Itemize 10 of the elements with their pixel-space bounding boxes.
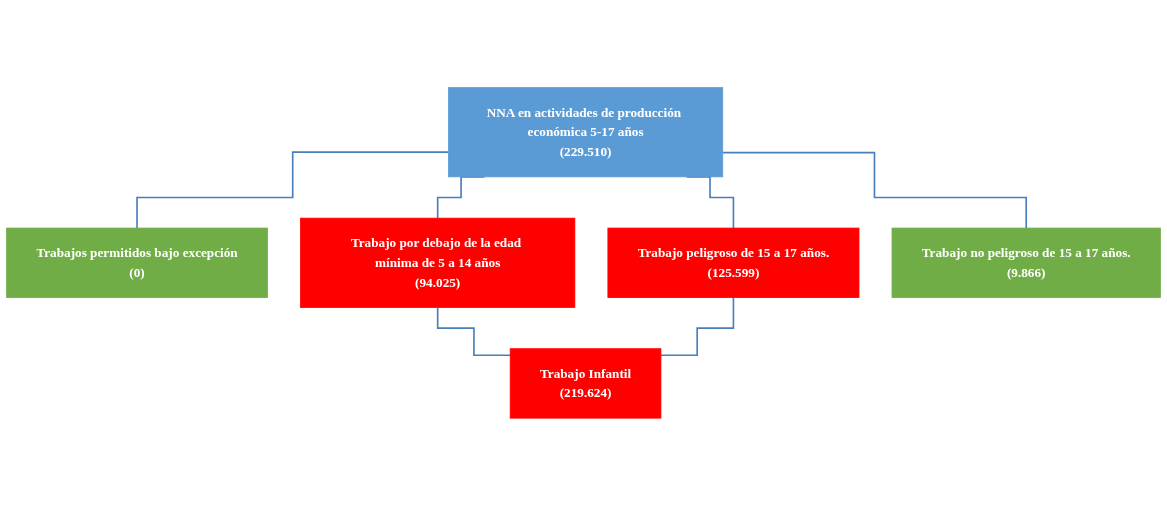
connector	[136, 151, 450, 230]
connector	[721, 151, 1028, 230]
node-box: Trabajo no peligroso de 15 a 17 años. (9.866)	[891, 227, 1161, 299]
connector	[660, 296, 735, 357]
node-box: Trabajo por debajo de la edad mínima de 5 a 14 años (94.025)	[300, 217, 576, 308]
connector	[436, 306, 512, 357]
node-box: Trabajo Infantil (219.624)	[509, 348, 662, 419]
node-box: NNA en actividades de producción económica 5-17 años (229.510)	[448, 87, 724, 178]
node-box: Trabajo peligroso de 15 a 17 años. (125.599)	[607, 227, 860, 299]
node-box: Trabajos permitidos bajo excepción (0)	[6, 227, 268, 299]
